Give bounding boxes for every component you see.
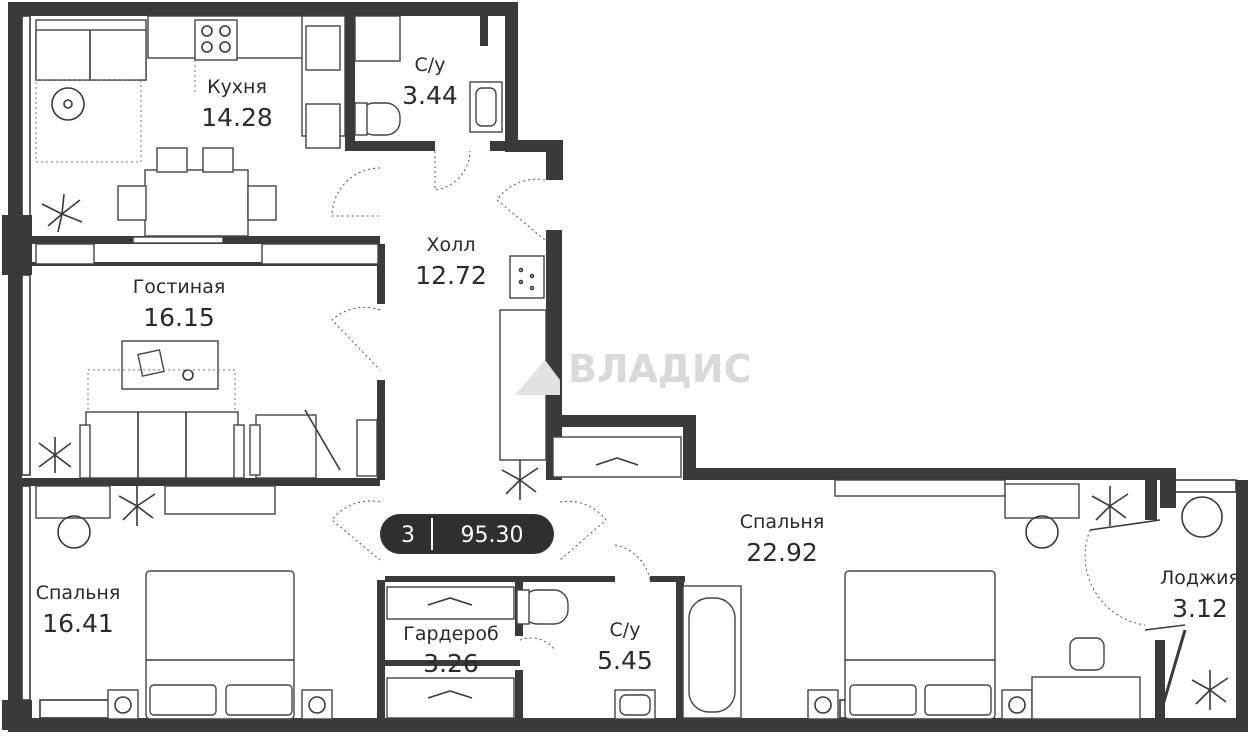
room-label-bedroom-left-area: 16.41: [42, 609, 114, 638]
bedroom-left-furniture: [35, 485, 333, 720]
room-labels: Кухня 14.28 С/у 3.44 Холл 12.72 Гостиная…: [36, 54, 1240, 678]
wardrobe-fixtures: [386, 586, 515, 719]
room-label-loggia-name: Лоджия: [1160, 567, 1240, 589]
room-label-bedroom-right-name: Спальня: [740, 511, 825, 533]
door-swings: [331, 150, 1146, 651]
watermark-text: ВЛАДИС: [568, 347, 751, 391]
room-label-kitchen-area: 14.28: [201, 103, 273, 132]
room-label-loggia-area: 3.12: [1172, 594, 1228, 623]
living-furniture: [35, 243, 379, 479]
room-count-value: 3: [401, 523, 415, 548]
total-area-value: 95.30: [461, 523, 524, 548]
room-label-bathroom-top-area: 3.44: [402, 81, 458, 110]
bedroom-right-furniture: [552, 436, 1141, 720]
room-label-living-name: Гостиная: [133, 276, 226, 298]
kitchen-furniture: [35, 15, 346, 244]
room-label-living-area: 16.15: [143, 303, 215, 332]
room-label-wardrobe-area: 3.26: [423, 649, 479, 678]
bathroom-bottom-fixtures: [516, 585, 742, 720]
room-label-hall-area: 12.72: [415, 261, 487, 290]
room-label-bedroom-right-area: 22.92: [746, 538, 818, 567]
room-label-bedroom-left-name: Спальня: [36, 582, 121, 604]
room-label-kitchen-name: Кухня: [207, 76, 267, 98]
summary-badge: 3 95.30: [380, 514, 554, 554]
room-label-bathroom-top-name: С/у: [415, 54, 446, 76]
room-label-wardrobe-name: Гардероб: [403, 623, 499, 645]
room-label-bathroom-bottom-name: С/у: [610, 619, 641, 641]
watermark: ВЛАДИС: [515, 347, 751, 395]
room-label-bathroom-bottom-area: 5.45: [597, 646, 653, 675]
loggia-fixtures: [1089, 496, 1229, 710]
bathroom-top-fixtures: [354, 15, 503, 136]
room-label-hall-name: Холл: [427, 234, 476, 256]
